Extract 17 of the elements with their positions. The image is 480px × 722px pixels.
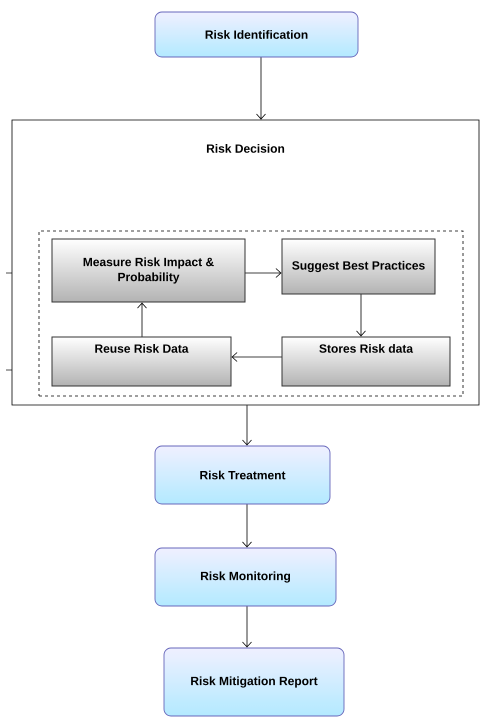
arrow [242, 405, 252, 446]
arrow [232, 352, 282, 362]
process-box: Risk Treatment [154, 446, 330, 504]
process-box: Stores Risk data [282, 336, 450, 386]
arrow [356, 294, 366, 336]
process-box: Measure Risk Impact & Probability [52, 238, 246, 302]
process-box: Risk Mitigation Report [164, 648, 344, 716]
arrow [245, 268, 282, 278]
dashed-box [38, 230, 464, 396]
process-box: Suggest Best Practices [282, 238, 436, 294]
process-box: Risk Identification [154, 12, 358, 58]
arrow [256, 57, 266, 120]
process-box: Reuse Risk Data [52, 336, 232, 386]
arrow [242, 504, 252, 548]
process-box: Risk Monitoring [154, 548, 336, 606]
arrow [137, 302, 147, 337]
arrow [242, 606, 252, 648]
